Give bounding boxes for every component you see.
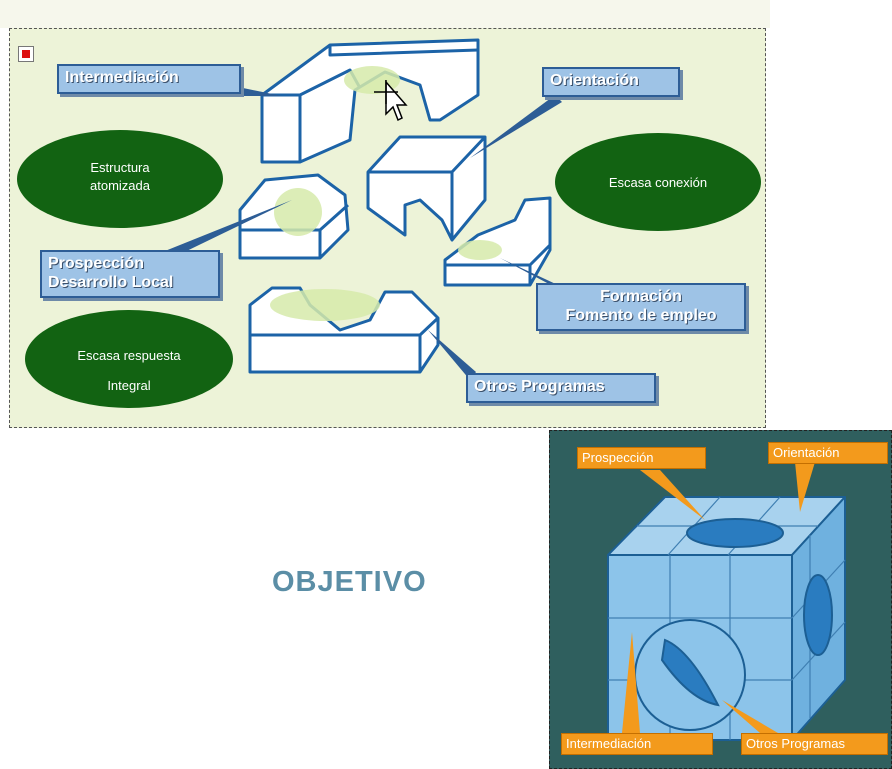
cube-label-intermediacion: Intermediación bbox=[561, 733, 713, 755]
orientacion-piece bbox=[366, 135, 487, 242]
connector-intermediacion bbox=[243, 88, 282, 96]
label-formacion: Formación Fomento de empleo bbox=[536, 283, 746, 331]
broken-image-icon bbox=[18, 46, 34, 62]
ellipse-escasa-respuesta-text: Escasa respuesta bbox=[77, 348, 181, 363]
top-strip bbox=[0, 0, 770, 28]
cube-hole-right bbox=[803, 574, 833, 656]
ellipse-escasa-respuesta: Escasa respuesta Integral bbox=[25, 310, 233, 408]
cube-label-otros: Otros Programas bbox=[741, 733, 888, 755]
ellipse-escasa-conexion: Escasa conexión bbox=[555, 133, 761, 231]
mouse-cursor-icon bbox=[374, 79, 408, 122]
cube-label-orientacion: Orientación bbox=[768, 442, 888, 464]
label-formacion-line2: Fomento de empleo bbox=[565, 307, 717, 324]
label-otros: Otros Programas bbox=[466, 373, 656, 403]
connector-prospeccion bbox=[160, 200, 292, 260]
ellipse-integral-text: Integral bbox=[107, 378, 151, 393]
label-orientacion: Orientación bbox=[542, 67, 680, 97]
label-otros-text: Otros Programas bbox=[474, 378, 605, 395]
label-formacion-line1: Formación bbox=[600, 288, 682, 305]
label-prospeccion-line1: Prospección bbox=[48, 255, 145, 272]
cube-hole-top bbox=[686, 518, 784, 548]
connector-orientacion bbox=[470, 95, 562, 158]
label-prospeccion: Prospección Desarrollo Local bbox=[40, 250, 220, 298]
ellipse-escasa-conexion-text: Escasa conexión bbox=[608, 175, 708, 190]
ellipse-estructura-line1: Estructura bbox=[90, 160, 150, 175]
formacion-piece bbox=[443, 196, 552, 287]
objetivo-title: OBJETIVO bbox=[272, 566, 427, 598]
label-intermediacion-text: Intermediación bbox=[65, 69, 179, 86]
label-orientacion-text: Orientación bbox=[550, 72, 639, 89]
label-intermediacion: Intermediación bbox=[57, 64, 241, 94]
cube-label-prospeccion: Prospección bbox=[577, 447, 706, 469]
ellipse-estructura: Estructura atomizada bbox=[17, 130, 223, 228]
connector-otros bbox=[428, 330, 476, 380]
ellipse-estructura-line2: atomizada bbox=[90, 178, 150, 193]
label-prospeccion-line2: Desarrollo Local bbox=[48, 274, 174, 291]
